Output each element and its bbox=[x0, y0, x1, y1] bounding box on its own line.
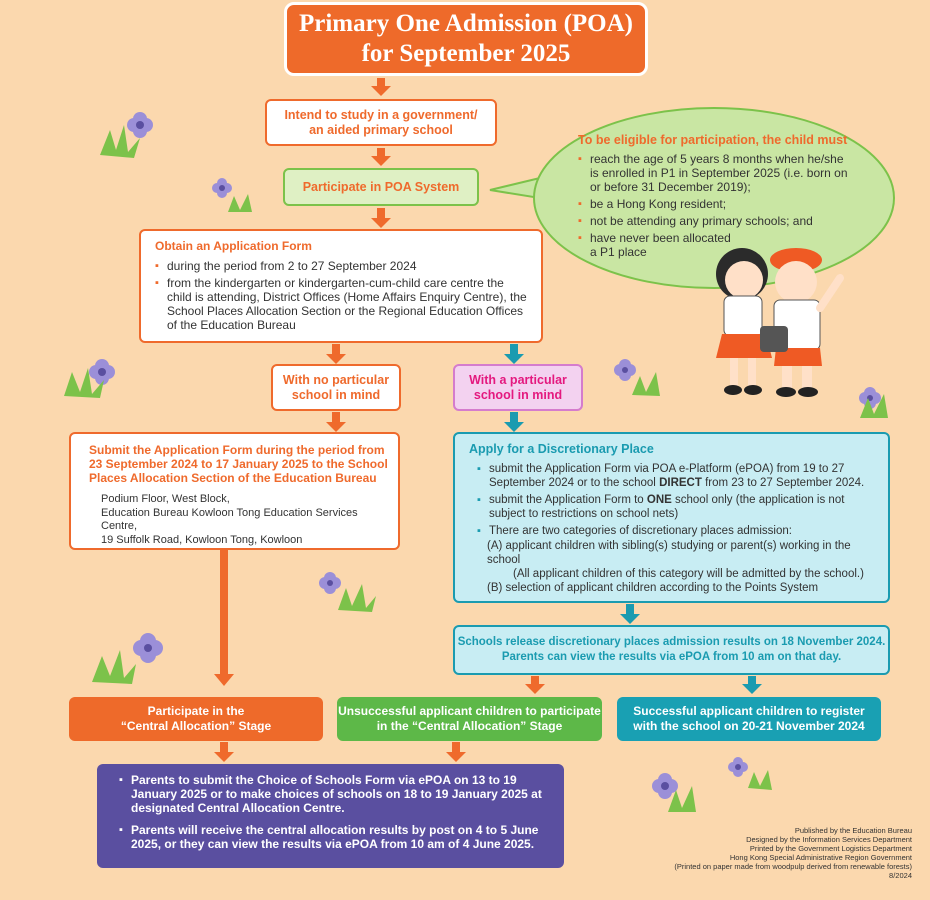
item-text: school only (the application is not subj… bbox=[489, 494, 845, 520]
arrow-icon bbox=[214, 550, 234, 686]
arrow-icon bbox=[326, 412, 346, 432]
list-item: reach the age of 5 years 8 months when h… bbox=[578, 152, 852, 194]
children-illustration bbox=[716, 248, 844, 397]
discretionary-heading: Apply for a Discretionary Place bbox=[469, 442, 654, 456]
arrow-icon bbox=[742, 676, 762, 694]
with-school-line1: With a particular bbox=[469, 372, 567, 387]
list-item: from the kindergarten or kindergarten-cu… bbox=[155, 276, 529, 332]
footer-line: Published by the Education Bureau bbox=[794, 826, 912, 835]
no-school-box: With no particular school in mind bbox=[271, 364, 401, 411]
no-school-line2: school in mind bbox=[291, 387, 381, 402]
central-allocation-box: Participate in the “Central Allocation” … bbox=[69, 697, 323, 741]
arrow-icon bbox=[371, 148, 391, 166]
flower-icon bbox=[89, 112, 881, 799]
eligibility-heading: To be eligible for participation, the ch… bbox=[578, 133, 848, 147]
final-box: Parents to submit the Choice of Schools … bbox=[97, 764, 564, 868]
footer-line: Printed by the Government Logistics Depa… bbox=[749, 844, 912, 853]
participate-box: Participate in POA System bbox=[283, 168, 479, 206]
footer-line: (Printed on paper made from woodpulp der… bbox=[674, 862, 912, 871]
arrow-icon bbox=[371, 208, 391, 228]
central-line2: “Central Allocation” Stage bbox=[120, 719, 272, 733]
grass-icon bbox=[64, 125, 888, 812]
arrow-icon bbox=[371, 78, 391, 96]
list-item: have never been allocated a P1 place bbox=[578, 231, 740, 259]
intend-line2: an aided primary school bbox=[309, 122, 453, 137]
discretionary-box: Apply for a Discretionary Place submit t… bbox=[453, 432, 890, 603]
submit-address: Podium Floor, West Block, Education Bure… bbox=[89, 493, 388, 547]
item-text: submit the Application Form via POA e-Pl… bbox=[489, 463, 845, 489]
arrow-icon bbox=[504, 344, 524, 364]
list-item: Parents to submit the Choice of Schools … bbox=[119, 773, 550, 815]
intend-line1: Intend to study in a government/ bbox=[284, 107, 478, 122]
category-a-note: (All applicant children of this category… bbox=[513, 568, 864, 580]
with-school-line2: school in mind bbox=[473, 387, 563, 402]
list-item: during the period from 2 to 27 September… bbox=[155, 259, 529, 273]
discretionary-list: submit the Application Form via POA e-Pl… bbox=[477, 462, 876, 538]
footer-line: 8/2024 bbox=[889, 871, 912, 880]
intend-box: Intend to study in a government/ an aide… bbox=[265, 99, 497, 146]
successful-box: Successful applicant children to registe… bbox=[617, 697, 881, 741]
no-school-line1: With no particular bbox=[282, 372, 390, 387]
item-emphasis: DIRECT bbox=[659, 477, 702, 489]
participate-label: Participate in POA System bbox=[302, 180, 460, 194]
arrow-icon bbox=[525, 676, 545, 694]
page-title: Primary One Admission (POA) for Septembe… bbox=[284, 2, 648, 76]
unsuccessful-line2: in the “Central Allocation” Stage bbox=[376, 719, 563, 733]
release-line2: Parents can view the results via ePOA fr… bbox=[501, 651, 842, 663]
list-item: submit the Application Form via POA e-Pl… bbox=[477, 462, 876, 490]
list-item: Parents will receive the central allocat… bbox=[119, 823, 550, 851]
list-item: be a Hong Kong resident; bbox=[578, 197, 870, 211]
address-line: Education Bureau Kowloon Tong Education … bbox=[101, 506, 358, 533]
list-item: submit the Application Form to ONE schoo… bbox=[477, 493, 876, 521]
list-item: not be attending any primary schools; an… bbox=[578, 214, 870, 228]
submit-form-heading: Submit the Application Form during the p… bbox=[89, 443, 388, 485]
arrow-icon bbox=[326, 344, 346, 364]
footer-line: Designed by the Information Services Dep… bbox=[746, 835, 912, 844]
item-text: There are two categories of discretionar… bbox=[489, 525, 792, 537]
category-b: (B) selection of applicant children acco… bbox=[487, 582, 819, 594]
eligibility-panel: To be eligible for participation, the ch… bbox=[578, 133, 870, 273]
successful-line1: Successful applicant children to registe… bbox=[633, 704, 865, 718]
title-line1: Primary One Admission (POA) bbox=[298, 10, 633, 37]
obtain-form-box: Obtain an Application Form during the pe… bbox=[139, 229, 543, 343]
successful-line2: with the school on 20-21 November 2024 bbox=[633, 719, 865, 733]
footer-line: Hong Kong Special Administrative Region … bbox=[729, 853, 912, 862]
central-line1: Participate in the bbox=[147, 704, 245, 718]
eligibility-list: reach the age of 5 years 8 months when h… bbox=[578, 152, 870, 259]
release-box: Schools release discretionary places adm… bbox=[453, 625, 890, 675]
item-emphasis: ONE bbox=[646, 494, 672, 506]
item-text: submit the Application Form to bbox=[489, 494, 647, 506]
arrow-icon bbox=[214, 742, 234, 762]
final-list: Parents to submit the Choice of Schools … bbox=[119, 773, 550, 851]
unsuccessful-line1: Unsuccessful applicant children to parti… bbox=[338, 704, 601, 718]
category-a: (A) applicant children with sibling(s) s… bbox=[487, 540, 851, 566]
address-line: 19 Suffolk Road, Kowloon Tong, Kowloon bbox=[101, 533, 303, 546]
item-text: from 23 to 27 September 2024. bbox=[701, 477, 865, 489]
address-line: Podium Floor, West Block, bbox=[101, 493, 230, 505]
title-line2: for September 2025 bbox=[361, 40, 571, 67]
obtain-form-heading: Obtain an Application Form bbox=[155, 239, 312, 253]
submit-form-box: Submit the Application Form during the p… bbox=[69, 432, 400, 550]
with-school-box: With a particular school in mind bbox=[453, 364, 583, 411]
arrow-icon bbox=[504, 412, 524, 432]
arrow-icon bbox=[446, 742, 466, 762]
publication-footer: Published by the Education Bureau Design… bbox=[640, 826, 912, 886]
release-line1: Schools release discretionary places adm… bbox=[457, 636, 886, 648]
arrow-icon bbox=[620, 604, 640, 624]
obtain-form-list: during the period from 2 to 27 September… bbox=[155, 259, 529, 332]
list-item: There are two categories of discretionar… bbox=[477, 524, 876, 538]
unsuccessful-box: Unsuccessful applicant children to parti… bbox=[337, 697, 602, 741]
